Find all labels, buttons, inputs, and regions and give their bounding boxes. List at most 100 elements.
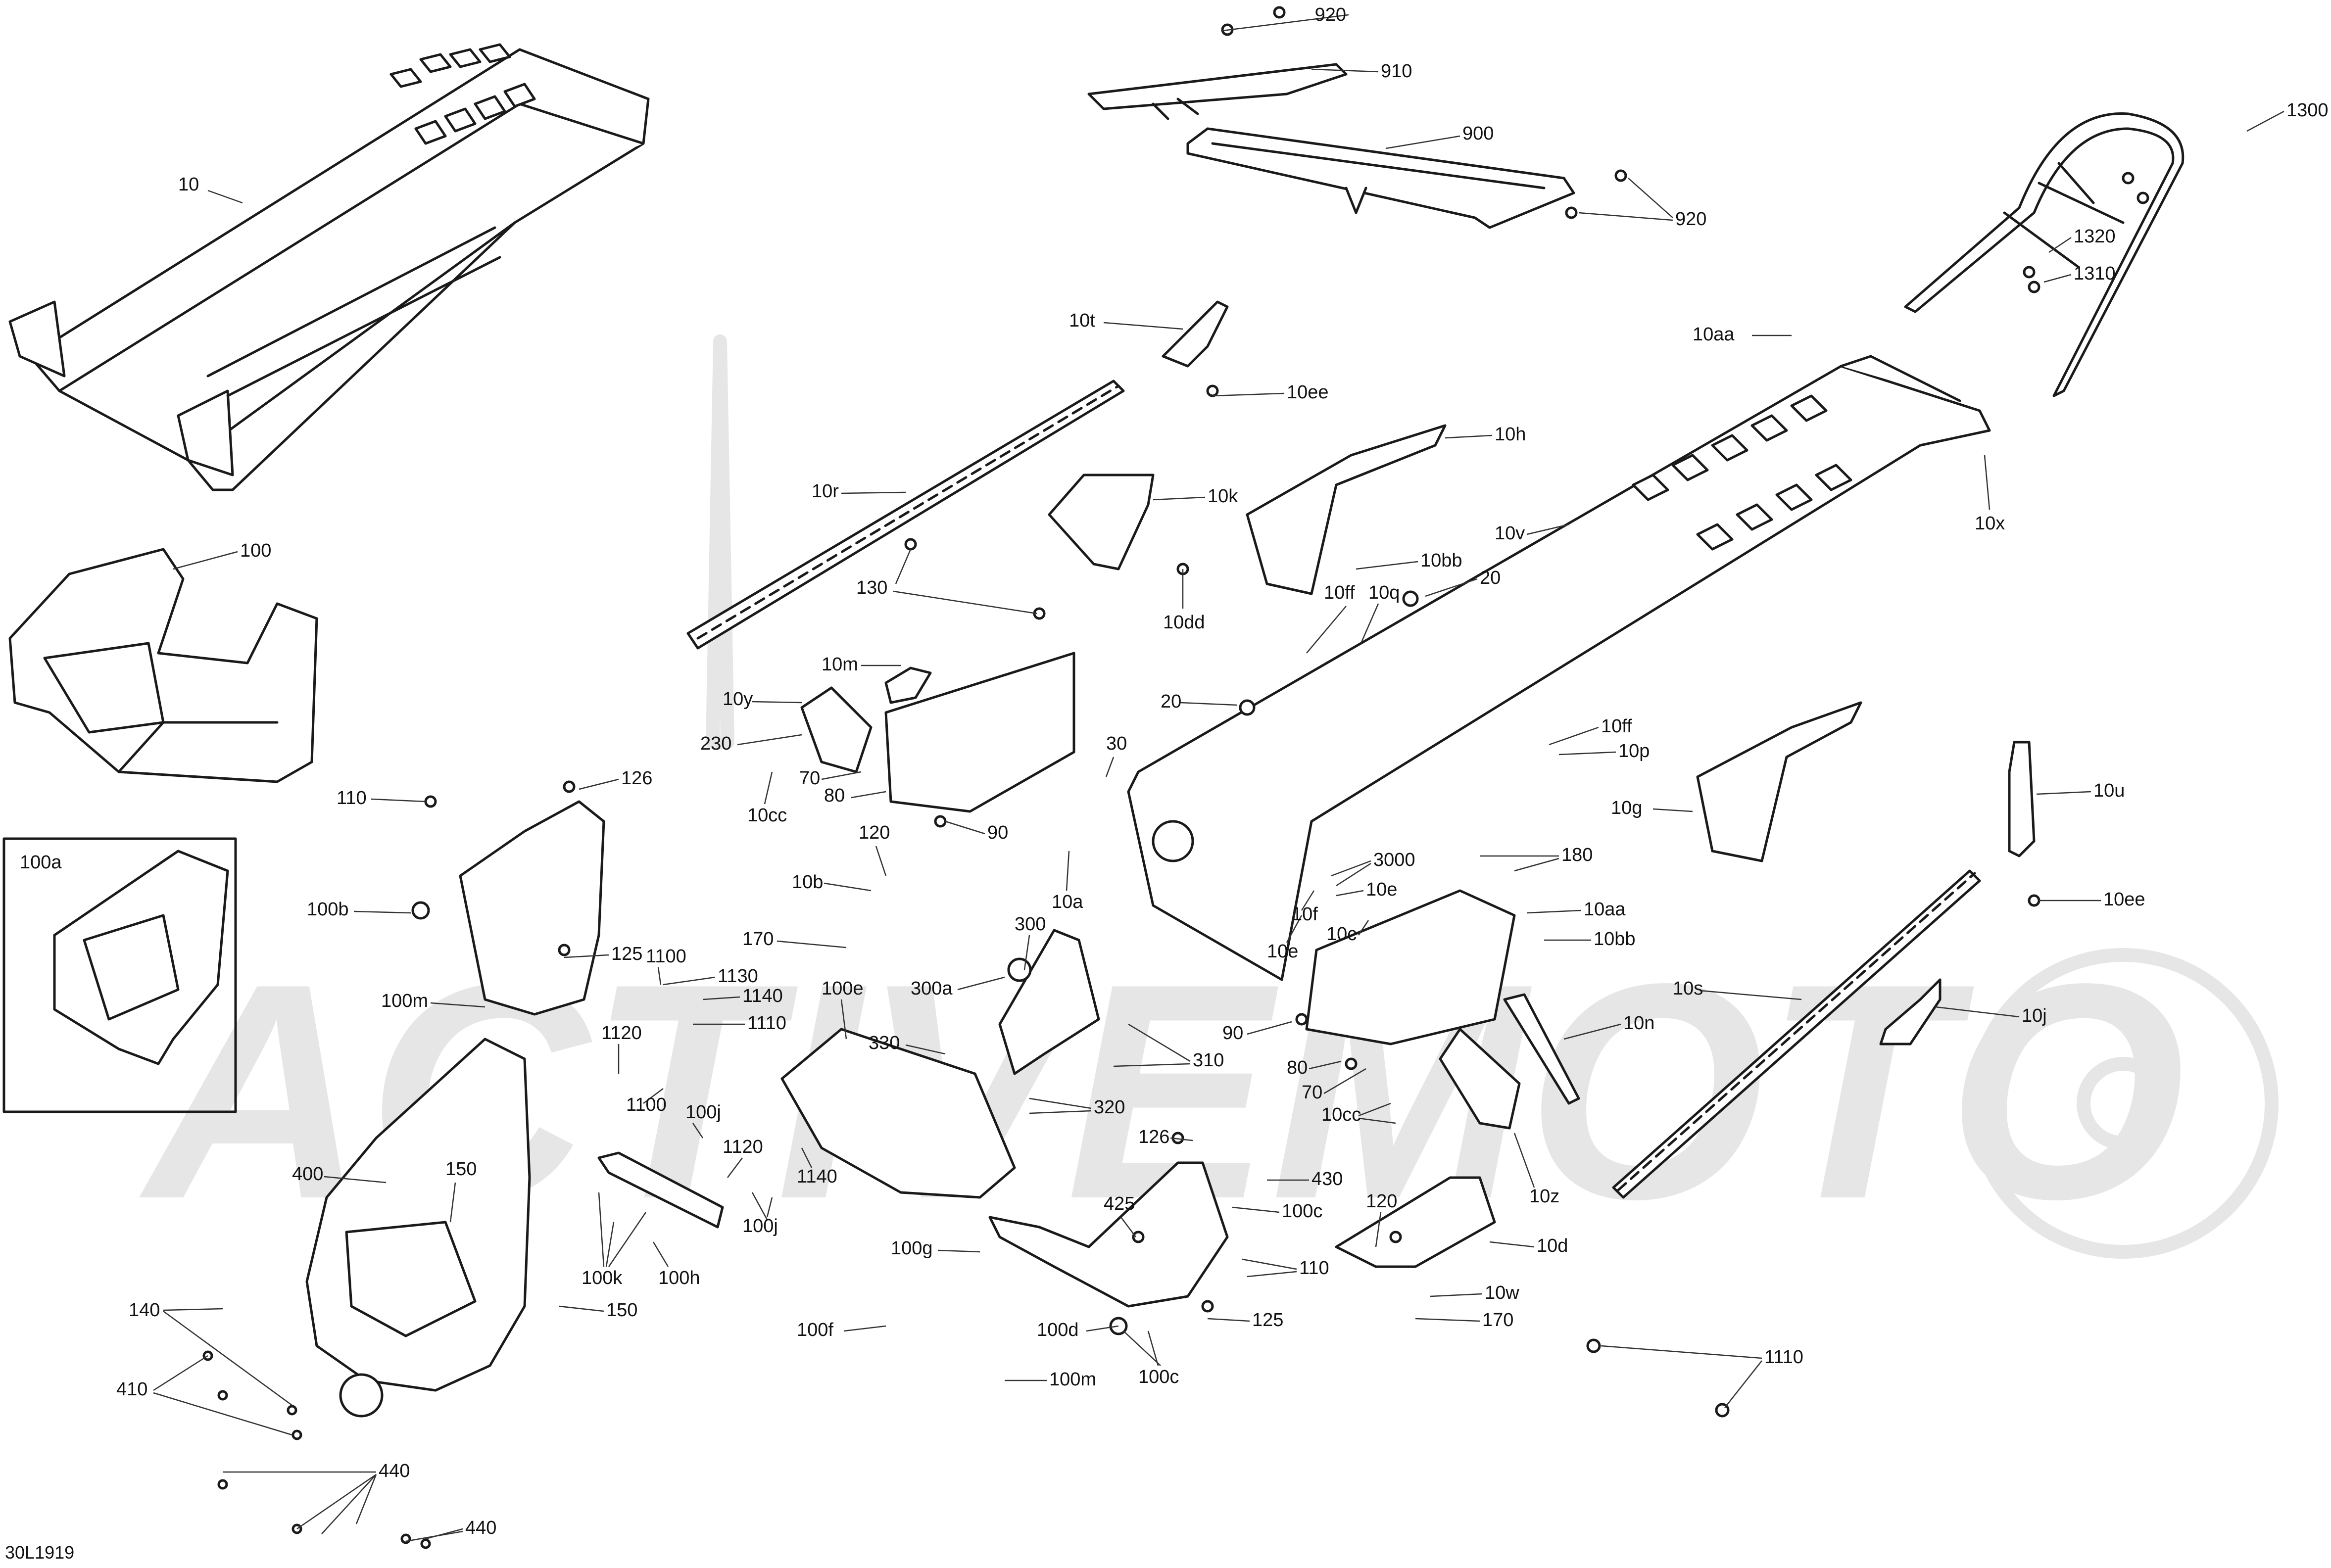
callout-label-l100h: 100h xyxy=(658,1268,700,1288)
callout-label-l10f: 10f xyxy=(1292,904,1318,925)
callout-label-l100m_a: 100m xyxy=(381,991,428,1011)
step-10j xyxy=(1879,978,1942,1045)
callout-label-l126b: 126 xyxy=(1138,1127,1169,1147)
leader-line-l10bb_a xyxy=(1356,561,1418,570)
callout-label-l10aa_a: 10aa xyxy=(1693,324,1735,345)
callout-label-l100b: 100b xyxy=(307,899,349,920)
leader-line-l10ee_a xyxy=(1212,392,1285,397)
leader-line-l10g xyxy=(1652,808,1693,812)
leader-line-l130 xyxy=(895,549,912,584)
inset-frame-100a xyxy=(53,850,229,1065)
leader-line-l10e_b xyxy=(1286,915,1303,943)
callout-label-l120a: 120 xyxy=(859,822,890,843)
leader-line-l100k xyxy=(605,1222,615,1267)
leader-line-l10f xyxy=(1301,890,1315,911)
leader-line-l120b xyxy=(1375,1212,1382,1247)
leader-line-l100k xyxy=(608,1212,647,1267)
leader-line-l10w xyxy=(1430,1293,1483,1297)
callout-label-l80a: 80 xyxy=(824,785,845,806)
callout-label-l125b: 125 xyxy=(1252,1310,1283,1330)
callout-label-l10j: 10j xyxy=(2022,1005,2047,1026)
leader-line-l310 xyxy=(1113,1063,1191,1067)
callout-label-l230: 230 xyxy=(700,733,731,754)
leader-line-l10t xyxy=(1103,322,1183,330)
leader-line-l120a xyxy=(875,846,887,876)
leader-line-l1140a xyxy=(702,996,740,1000)
callout-label-l10cc_b: 10cc xyxy=(1321,1104,1361,1125)
leader-line-l100k xyxy=(598,1192,605,1267)
callout-label-l1130: 1130 xyxy=(718,966,758,987)
callout-label-l10n: 10n xyxy=(1623,1013,1654,1034)
side-panel-10g xyxy=(1696,701,1862,862)
callout-label-l900: 900 xyxy=(1462,123,1494,144)
leader-line-l170a xyxy=(777,940,847,949)
leader-line-l100j_a xyxy=(692,1123,704,1139)
callout-label-l90b: 90 xyxy=(1222,1023,1243,1044)
callout-label-l10bb_a: 10bb xyxy=(1420,550,1462,571)
leader-line-l100b xyxy=(353,910,411,914)
leader-line-l110b xyxy=(1242,1258,1297,1270)
plate-side-10b xyxy=(884,652,1075,813)
callout-label-l100d: 100d xyxy=(1037,1320,1079,1340)
leader-line-l10cc_b xyxy=(1358,1117,1396,1124)
callout-label-l10x: 10x xyxy=(1975,513,2005,534)
callout-label-l10a: 10a xyxy=(1052,892,1083,912)
leader-line-l410 xyxy=(153,1392,292,1436)
callout-label-l120b: 120 xyxy=(1366,1191,1397,1212)
callout-label-l130: 130 xyxy=(856,577,887,598)
callout-label-l1120a: 1120 xyxy=(601,1023,642,1044)
frame-400 xyxy=(305,1038,531,1418)
leader-line-l10u xyxy=(2036,791,2091,795)
leader-line-l10ff_b xyxy=(1549,726,1599,746)
leader-line-l910 xyxy=(1311,68,1379,73)
mesh-10z xyxy=(1439,1028,1521,1130)
callout-label-l100g: 100g xyxy=(891,1238,933,1259)
callout-label-l30: 30 xyxy=(1106,733,1127,754)
callout-label-l10c: 10c xyxy=(1326,924,1357,945)
callout-label-l10u: 10u xyxy=(2093,780,2125,801)
rail-10r xyxy=(686,380,1125,650)
callout-label-l180: 180 xyxy=(1561,845,1593,865)
callout-label-l910: 910 xyxy=(1381,61,1412,82)
callout-label-l1100a: 1100 xyxy=(646,946,686,967)
callout-label-l100j_b: 100j xyxy=(742,1216,778,1236)
leader-line-l10s xyxy=(1700,990,1802,1000)
frame-100e xyxy=(780,1028,1016,1199)
callout-label-l100m_b: 100m xyxy=(1049,1369,1096,1390)
leader-line-l300 xyxy=(1023,935,1030,970)
leader-line-l30 xyxy=(1105,757,1115,777)
leader-line-l3000 xyxy=(1336,862,1371,887)
leader-line-l150b xyxy=(559,1305,604,1312)
upper-rail-900 xyxy=(1186,127,1575,229)
leader-line-l100j_b xyxy=(766,1197,773,1218)
step-10k xyxy=(1048,474,1155,570)
inset-label: 100a xyxy=(20,852,62,873)
tunnel-assembly-10 xyxy=(8,43,650,491)
callout-label-l10k: 10k xyxy=(1208,486,1238,507)
callout-label-l126a: 126 xyxy=(621,768,652,789)
callout-label-l70b: 70 xyxy=(1302,1082,1322,1103)
callout-label-l1140b: 1140 xyxy=(797,1166,837,1187)
callout-label-l1110b: 1110 xyxy=(1764,1347,1803,1368)
leader-line-l440a xyxy=(321,1474,377,1534)
leader-line-l330 xyxy=(905,1044,946,1055)
leader-line-l10c xyxy=(1358,920,1369,936)
callout-label-l3000: 3000 xyxy=(1373,850,1415,870)
leader-line-l1310 xyxy=(2043,274,2072,283)
leader-line-l130 xyxy=(893,590,1037,615)
leader-line-l20a xyxy=(1425,578,1478,597)
leader-line-l100 xyxy=(173,551,238,570)
callout-label-l440a: 440 xyxy=(379,1461,410,1481)
rail-10s xyxy=(1612,869,1981,1199)
leader-line-l10aa_b xyxy=(1526,909,1582,914)
plate-10y xyxy=(800,686,873,773)
leader-line-l100c_b xyxy=(1123,1330,1161,1366)
callout-label-l150b: 150 xyxy=(606,1300,637,1321)
callout-label-l10bb_b: 10bb xyxy=(1594,929,1636,950)
callout-label-l10w: 10w xyxy=(1485,1283,1519,1303)
callout-label-l330: 330 xyxy=(869,1033,900,1053)
callout-label-l10v: 10v xyxy=(1495,523,1525,544)
callout-label-l20a: 20 xyxy=(1480,568,1501,588)
